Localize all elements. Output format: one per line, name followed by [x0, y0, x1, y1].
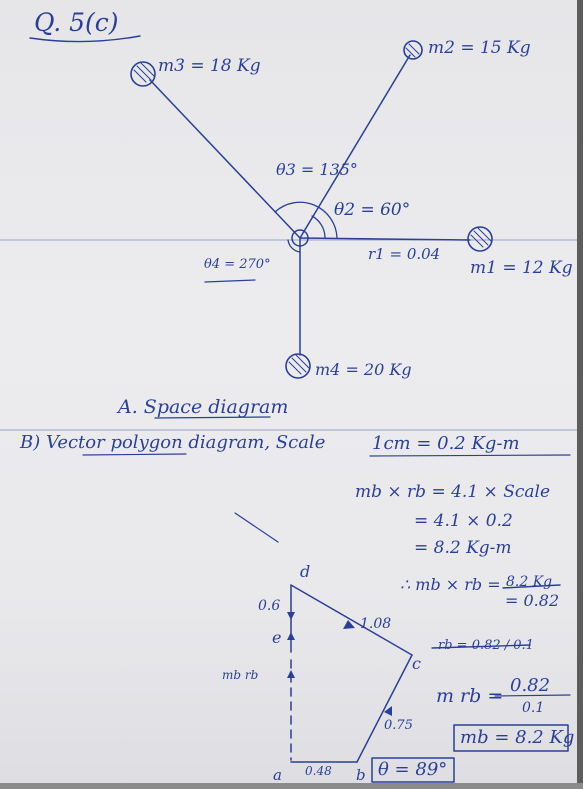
mass-m2-label: m2 = 15 Kg: [428, 38, 531, 58]
calc-line-4-struck: 8.2 Kg: [506, 574, 553, 590]
page-right-edge: [577, 0, 583, 789]
edge-ab-value: 0.48: [305, 764, 332, 778]
edge-bc-value: 0.75: [384, 718, 413, 733]
question-heading: Q. 5(c): [34, 8, 119, 37]
mass-m2-icon: [403, 40, 423, 60]
calc-line-1: mb × rb = 4.1 × Scale: [355, 482, 551, 502]
mass-m4-icon: [285, 353, 311, 379]
mass-m4-label: m4 = 20 Kg: [315, 360, 412, 379]
edge-de-value: 0.6: [258, 598, 281, 614]
edge-ea-value: mb rb: [222, 668, 259, 682]
vertex-a-label: a: [273, 766, 282, 784]
page-bottom-edge: [0, 783, 583, 789]
calc-line-2: = 4.1 × 0.2: [414, 511, 513, 531]
vertex-e-label: e: [272, 628, 282, 647]
calc-line-3: = 8.2 Kg-m: [414, 538, 512, 558]
mass-m3-icon: [130, 61, 156, 87]
result-mass-box: mb = 8.2 Kg: [460, 727, 575, 748]
theta3-label: θ3 = 135°: [276, 160, 358, 179]
calc-line-4: ∴ mb × rb =: [400, 575, 501, 594]
result-angle-box: θ = 89°: [378, 759, 448, 780]
struck-rb-line: rb = 0.82 / 0.1: [438, 638, 534, 653]
calc-line-5: = 0.82: [505, 591, 560, 610]
calc-line-6: m rb =: [436, 685, 504, 707]
theta2-label: θ2 = 60°: [334, 200, 411, 220]
polygon-heading: B) Vector polygon diagram, Scale: [20, 432, 326, 453]
mass-m1-icon: [467, 226, 493, 252]
mass-m1-label: m1 = 12 Kg: [470, 258, 573, 278]
fraction-denominator: 0.1: [522, 700, 545, 716]
vertex-c-label: c: [412, 654, 421, 673]
polygon-scale: 1cm = 0.2 Kg-m: [372, 433, 520, 454]
vertex-d-label: d: [300, 562, 311, 581]
edge-dc-value: 1.08: [360, 616, 392, 632]
fraction-numerator: 0.82: [510, 675, 551, 696]
theta4-label: θ4 = 270°: [204, 257, 271, 272]
space-diagram-caption: A. Space diagram: [118, 396, 289, 418]
mass-m3-label: m3 = 18 Kg: [158, 56, 261, 76]
vertex-b-label: b: [356, 766, 366, 784]
r1-label: r1 = 0.04: [368, 245, 441, 263]
